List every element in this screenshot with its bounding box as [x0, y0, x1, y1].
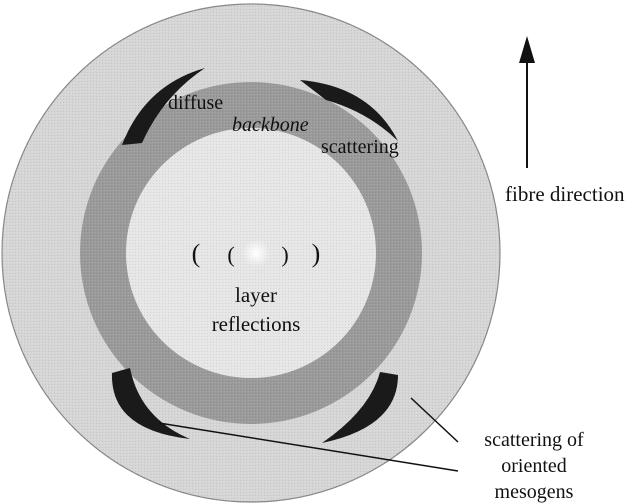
label-reflections: reflections: [212, 312, 301, 336]
label-backbone: backbone: [232, 114, 309, 136]
reflection-left-outer: (: [192, 239, 201, 268]
center-spot: [242, 239, 270, 267]
reflection-right-outer: ): [312, 239, 321, 268]
fibre-direction-arrowhead: [519, 36, 535, 63]
label-scattering-of: scattering of: [484, 429, 584, 451]
label-scattering: scattering: [321, 136, 399, 158]
reflection-right-inner: ): [281, 242, 288, 267]
label-fibre-direction: fibre direction: [505, 182, 625, 206]
label-oriented: oriented: [501, 455, 567, 477]
reflection-left-inner: (: [227, 242, 234, 267]
label-mesogens: mesogens: [495, 481, 574, 503]
label-diffuse: diffuse: [168, 92, 223, 114]
label-layer: layer: [235, 283, 277, 307]
